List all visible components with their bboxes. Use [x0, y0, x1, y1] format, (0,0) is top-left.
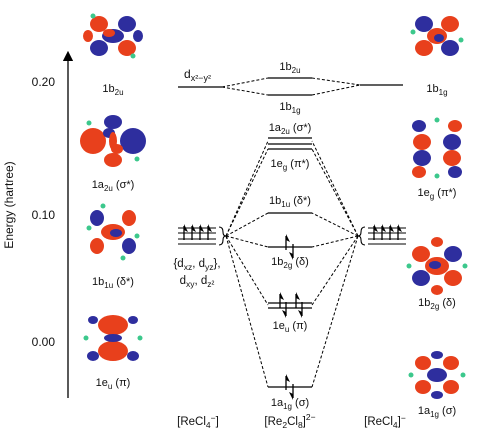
orbital-image-1a1g — [408, 351, 466, 399]
right-orbital-pictures — [406, 16, 468, 399]
fragment-labels: [ReCl4−] [Re2Cl8]2− [ReCl4]− — [177, 412, 406, 430]
orbital-image-1b2g — [406, 237, 468, 295]
right-label-1a1g: 1a1g (σ) — [418, 405, 456, 419]
fragment-label-right: [ReCl4]− — [364, 413, 406, 430]
tick-label-020: 0.20 — [32, 75, 56, 89]
orbital-image-1b2u — [83, 13, 143, 59]
central-level-labels: 1b2u 1b1g 1a2u (σ*) 1eg (π*) 1b1u (δ*) 1… — [269, 61, 312, 411]
left-label-1a2u: 1a2u (σ*) — [92, 179, 135, 193]
central-label-1b1u: 1b1u (δ*) — [269, 195, 311, 209]
tick-label-000: 0.00 — [32, 335, 56, 349]
central-label-1a1g: 1a1g (σ) — [271, 397, 309, 411]
left-label-1b2u: 1b2u — [102, 83, 123, 97]
central-label-1a2u: 1a2u (σ*) — [269, 122, 312, 136]
left-label-1b1u: 1b1u (δ*) — [92, 276, 134, 290]
right-fragment-d-block — [357, 223, 406, 246]
left-orbital-pictures — [80, 13, 146, 361]
central-label-1b2g: 1b2g (δ) — [271, 256, 309, 270]
orbital-image-1eu — [83, 315, 143, 361]
fragment-label-center: [Re2Cl8]2− — [264, 412, 315, 430]
central-label-1b2u: 1b2u — [279, 61, 300, 75]
fragment-label-left: [ReCl4−] — [177, 413, 219, 430]
right-label-1b2g: 1b2g (δ) — [418, 297, 456, 311]
dx2y2-label: dx²−y² — [184, 67, 211, 83]
left-orbital-labels: 1b2u 1a2u (σ*) 1b1u (δ*) 1eu (π) — [92, 83, 135, 391]
tick-label-010: 0.10 — [32, 208, 56, 222]
central-label-1b1g: 1b1g — [279, 101, 300, 115]
axis-label: Energy (hartree) — [2, 161, 16, 248]
central-label-1eg: 1eg (π*) — [271, 158, 310, 172]
energy-axis: Energy (hartree) 0.20 0.10 0.00 — [2, 50, 74, 398]
d-set-line-1: {dxz, dyz}, — [173, 258, 220, 272]
left-label-1eu: 1eu (π) — [96, 377, 131, 391]
central-mo-levels — [268, 77, 312, 388]
right-label-1b1g: 1b1g — [426, 83, 447, 97]
right-label-1eg: 1eg (π*) — [418, 187, 457, 201]
orbital-image-1eg — [412, 117, 462, 179]
d-set-label: {dxz, dyz}, dxy, dz² — [173, 258, 220, 289]
orbital-image-1b1u — [86, 203, 140, 261]
right-orbital-labels: 1b1g 1eg (π*) 1b2g (δ) 1a1g (σ) — [418, 83, 457, 419]
central-label-1eu: 1eu (π) — [273, 320, 308, 334]
orbital-image-1b1g — [410, 16, 464, 56]
orbital-image-1a2u — [80, 115, 146, 167]
d-set-line-2: dxy, dz² — [180, 275, 215, 289]
correlation-lines — [221, 77, 361, 388]
left-fragment-d-block — [178, 223, 227, 246]
